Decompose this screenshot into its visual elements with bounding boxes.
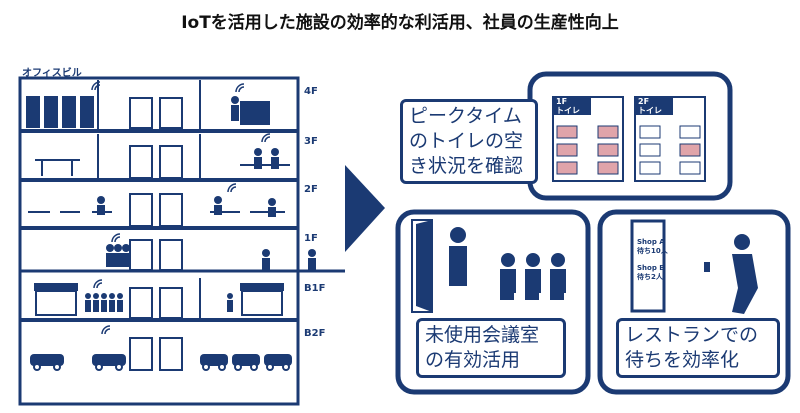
restaurant-illustration xyxy=(630,219,758,314)
people xyxy=(85,96,316,312)
floor-label-2f: 2F xyxy=(304,184,318,195)
office-building xyxy=(18,76,345,406)
page-title: IoTを活用した施設の効率的な利活用、社員の生産性向上 xyxy=(181,13,619,33)
restaurant-caption-line2: 待ちを効率化 xyxy=(625,349,740,371)
toilet-map-1f-sub: トイレ xyxy=(556,106,580,115)
toilet-map-2f xyxy=(634,96,706,182)
meeting-caption-line1: 未使用会議室 xyxy=(425,324,540,346)
wifi-icon xyxy=(91,81,271,335)
meeting-caption-line2: の有効活用 xyxy=(425,349,521,371)
parking-cars xyxy=(30,354,292,371)
shop-sign: Shop A 待ち10人 Shop B 待ち2人 xyxy=(637,238,668,282)
b1f-shops xyxy=(34,283,284,316)
meeting-illustration xyxy=(411,219,566,313)
meeting-caption: 未使用会議室 の有効活用 xyxy=(416,318,566,378)
toilet-caption-line1: ピークタイム xyxy=(409,105,522,127)
restaurant-caption: レストランでの 待ちを効率化 xyxy=(616,318,780,378)
office-furniture xyxy=(28,159,290,213)
floor-label-3f: 3F xyxy=(304,136,318,147)
toilet-map-2f-floor: 2F xyxy=(638,97,650,106)
restroom-stalls-4f xyxy=(26,96,270,128)
toilet-map-2f-tag: 2F トイレ xyxy=(638,97,662,115)
toilet-caption: ピークタイム のトイレの空 き状況を確認 xyxy=(400,99,538,184)
elevators xyxy=(129,97,183,371)
toilet-map-1f-tag: 1F トイレ xyxy=(556,97,580,115)
toilet-map-2f-sub: トイレ xyxy=(638,106,662,115)
shop-a-wait: 待ち10人 xyxy=(637,247,668,255)
toilet-caption-line3: き状況を確認 xyxy=(409,155,524,177)
floor-label-b1f: B1F xyxy=(304,283,326,294)
building-label: オフィスビル xyxy=(22,68,82,79)
toilet-map-1f-floor: 1F xyxy=(556,97,568,106)
floor-label-b2f: B2F xyxy=(304,328,326,339)
floor-label-4f: 4F xyxy=(304,86,318,97)
toilet-map-1f xyxy=(552,96,624,182)
shop-a-label: Shop A xyxy=(637,238,665,246)
toilet-caption-line2: のトイレの空 xyxy=(409,130,524,152)
shop-b-label: Shop B xyxy=(637,264,665,272)
restaurant-caption-line1: レストランでの xyxy=(625,324,759,346)
shop-b-wait: 待ち2人 xyxy=(637,273,663,281)
flow-arrow-icon xyxy=(345,165,385,252)
floor-label-1f: 1F xyxy=(304,233,318,244)
